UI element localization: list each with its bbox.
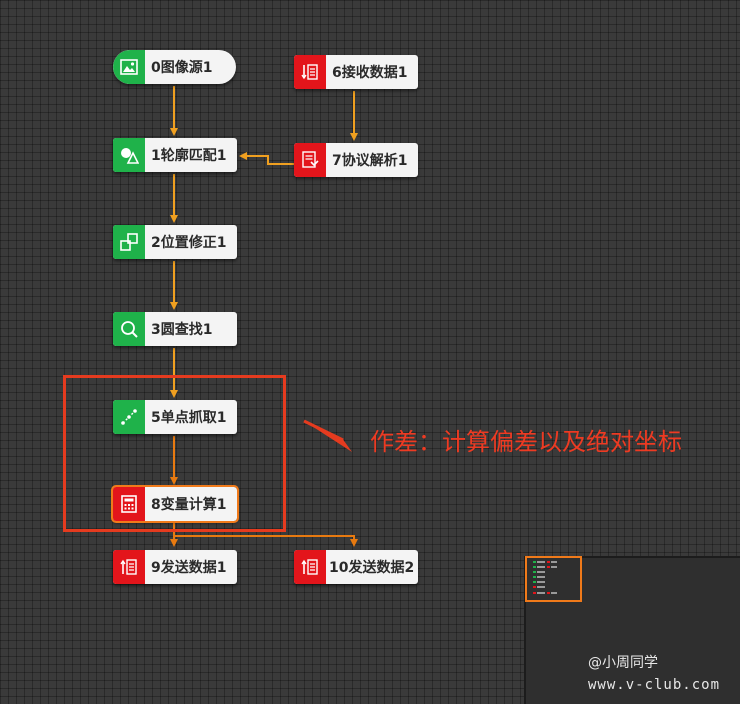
receive-data-icon [294, 55, 326, 89]
node-image-source[interactable]: 0图像源1 [113, 50, 236, 84]
node-label: 3圆查找1 [151, 322, 213, 338]
annotation-text: 作差：计算偏差以及绝对坐标 [370, 428, 682, 456]
node-label: 8变量计算1 [151, 497, 227, 513]
node-circle-search[interactable]: 3圆查找1 [113, 312, 237, 346]
minimap-node [533, 576, 545, 578]
minimap-node [547, 566, 557, 568]
highlight-box [63, 375, 286, 532]
node-receive-data[interactable]: 6接收数据1 [294, 55, 418, 89]
link-7-1[interactable] [239, 152, 294, 165]
point-grab-icon [113, 400, 145, 434]
minimap-node [533, 581, 545, 583]
node-label: 5单点抓取1 [151, 410, 227, 426]
send-data-icon [294, 550, 326, 584]
minimap-node [547, 592, 557, 594]
watermark-name: @小周同学 [588, 655, 658, 671]
node-label: 10发送数据2 [329, 560, 415, 576]
minimap-node [533, 566, 545, 568]
node-point-grab[interactable]: 5单点抓取1 [113, 400, 237, 434]
protocol-parse-icon [294, 143, 326, 177]
node-contour-match[interactable]: 1轮廓匹配1 [113, 138, 237, 172]
watermark-url: www.v-club.com [588, 677, 721, 693]
minimap-node [533, 592, 545, 594]
node-send-data-2[interactable]: 10发送数据2 [294, 550, 418, 584]
send-data-icon [113, 550, 145, 584]
node-label: 7协议解析1 [332, 153, 408, 169]
position-fix-icon [113, 225, 145, 259]
calculator-icon [113, 487, 145, 521]
minimap-node [533, 586, 545, 588]
node-label: 1轮廓匹配1 [151, 148, 227, 164]
minimap-node [533, 561, 545, 563]
minimap-viewport[interactable] [525, 556, 582, 602]
shape-match-icon [113, 138, 145, 172]
node-label: 9发送数据1 [151, 560, 227, 576]
link-8-10[interactable] [174, 535, 358, 547]
node-label: 6接收数据1 [332, 65, 408, 81]
node-label: 2位置修正1 [151, 235, 227, 251]
node-label: 0图像源1 [151, 60, 213, 76]
image-icon [113, 50, 145, 84]
watermark: @小周同学 www.v-club.com [588, 652, 720, 696]
node-position-fix[interactable]: 2位置修正1 [113, 225, 237, 259]
minimap-node [533, 571, 545, 573]
node-variable-calc[interactable]: 8变量计算1 [111, 485, 239, 523]
circle-search-icon [113, 312, 145, 346]
node-protocol-parse[interactable]: 7协议解析1 [294, 143, 418, 177]
minimap[interactable] [524, 556, 740, 704]
minimap-node [547, 561, 557, 563]
node-send-data-1[interactable]: 9发送数据1 [113, 550, 237, 584]
